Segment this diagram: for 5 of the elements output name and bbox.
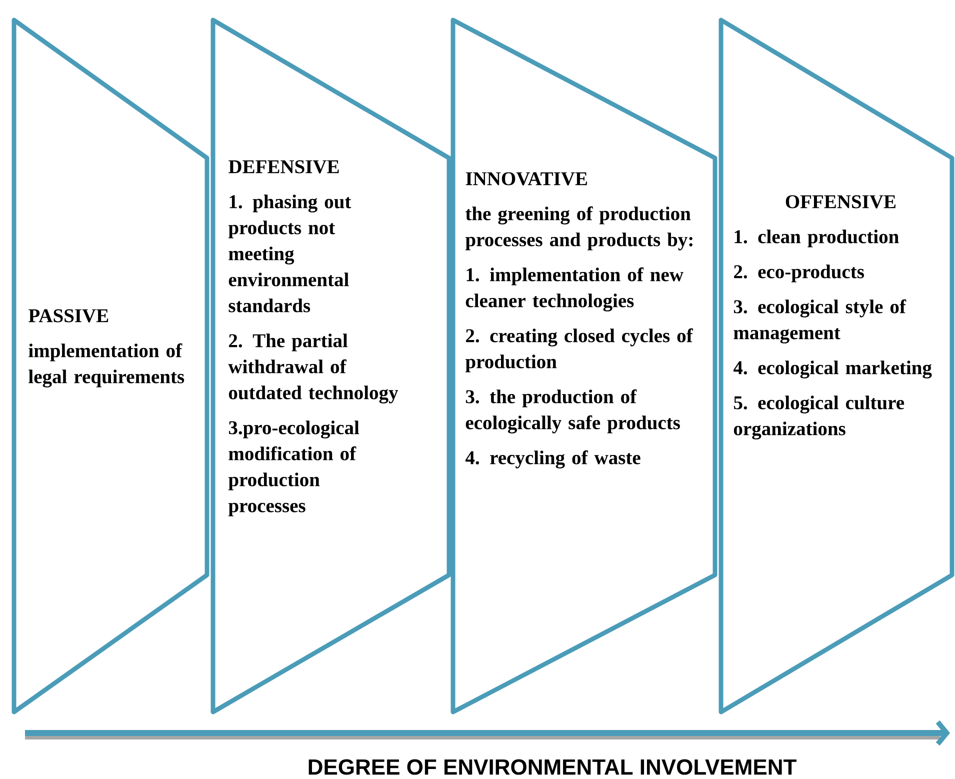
stage-panel: INNOVATIVE the greening of production processes and products by: 1. implementation of new cleaner technologies 2. creating closed cycles of production 3. the production of ecologically safe products 4. recycling of waste xyxy=(450,18,718,714)
stage-panel: PASSIVE implementation of legal requirements xyxy=(12,18,210,714)
axis-label: DEGREE OF ENVIRONMENTAL INVOLVEMENT xyxy=(308,759,796,775)
stage-panel: OFFENSIVE 1. clean production 2. eco-products 3. ecological style of management 4. ecological marketing 5. ecological culture organizations xyxy=(718,18,954,714)
stage-panel: DEFENSIVE 1. phasing out products not meeting environmental standards 2. The partial withdrawal of outdated technology 3.pro-ecological modification of production processes xyxy=(210,18,452,714)
